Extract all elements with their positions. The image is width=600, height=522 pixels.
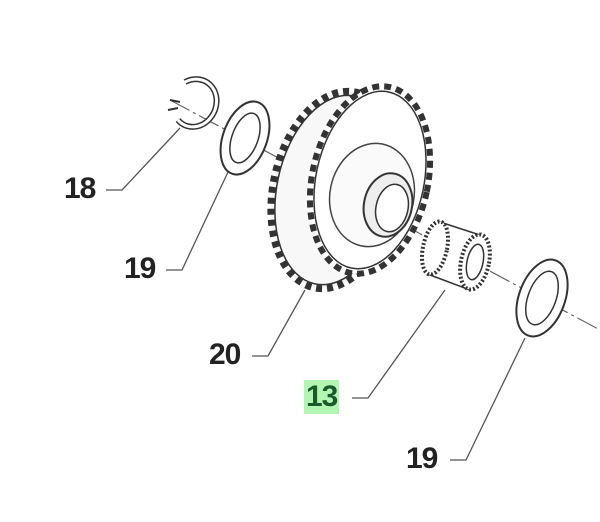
callout-18[interactable]: 18 — [64, 172, 96, 205]
callout-19-right[interactable]: 19 — [406, 442, 438, 475]
thrust-washer-right — [515, 258, 569, 338]
needle-bearing — [419, 219, 492, 292]
gear — [267, 83, 434, 293]
callout-19-left[interactable]: 19 — [124, 252, 156, 285]
thrust-washer-left — [219, 100, 271, 176]
callout-20[interactable]: 20 — [209, 338, 241, 371]
callout-13-highlighted[interactable]: 13 — [304, 380, 340, 414]
leader-lines — [106, 127, 526, 461]
snap-ring — [167, 76, 220, 130]
